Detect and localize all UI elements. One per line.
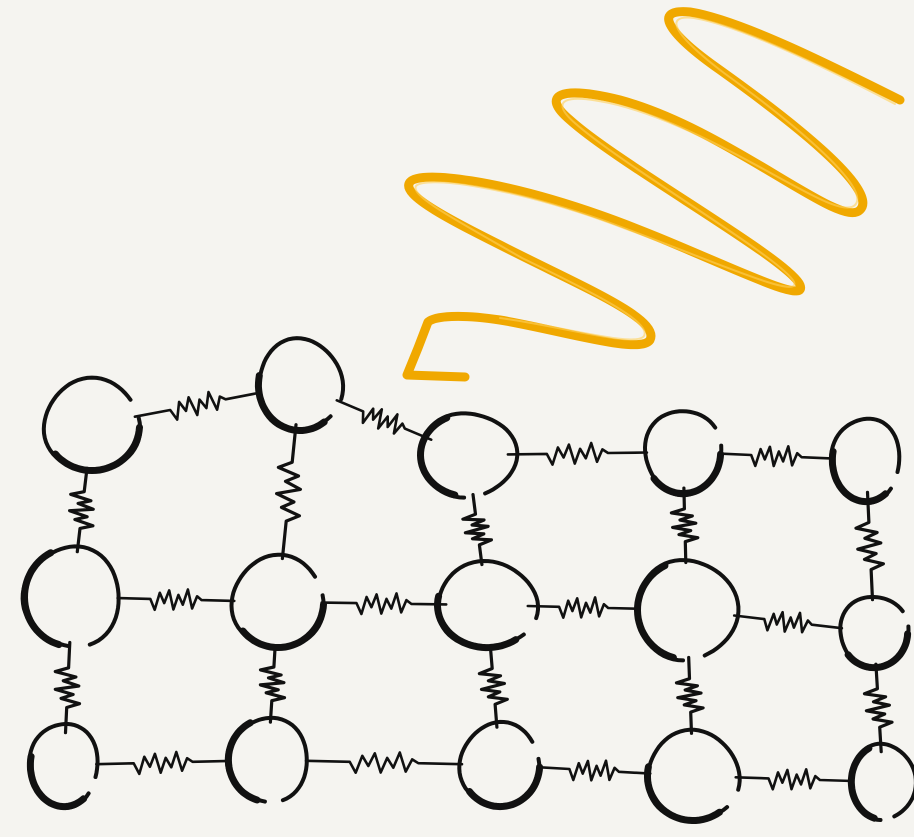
spring-n11-n21 [258, 644, 287, 724]
spring-n14-n24 [862, 662, 894, 754]
spring-n21-n22 [304, 751, 464, 774]
spring-n10-n11 [116, 588, 236, 612]
atom-n02 [416, 411, 520, 500]
atom-n23 [644, 727, 742, 824]
atom-n04 [828, 416, 902, 506]
spring-n02-n03 [506, 441, 649, 466]
spring-n00-n10 [68, 466, 95, 554]
atom-n00 [41, 375, 143, 475]
spring-n01-n11 [275, 423, 302, 561]
spring-n20-n21 [95, 750, 232, 776]
spring-n12-n22 [477, 644, 509, 729]
atom-n22 [457, 719, 544, 811]
spring-n10-n20 [53, 640, 82, 735]
atom-n10 [20, 544, 121, 649]
spring-n13-n14 [732, 610, 844, 634]
spring-n01-n02 [335, 399, 433, 441]
spring-n03-n04 [717, 445, 835, 468]
spring-n12-n13 [526, 596, 641, 619]
atom-n13 [633, 558, 741, 663]
spring-n11-n12 [320, 592, 448, 616]
atom-n11 [229, 552, 327, 652]
spring-n04-n14 [854, 490, 885, 602]
atom-n24 [847, 741, 914, 822]
atom-n21 [224, 715, 309, 804]
atom-n12 [433, 558, 540, 652]
atom-n03 [642, 409, 725, 498]
spring-n03-n13 [669, 486, 700, 565]
spring-n13-n23 [674, 655, 705, 735]
atom-n14 [838, 595, 912, 672]
spring-n00-n01 [133, 390, 263, 421]
spring-n22-n23 [536, 759, 652, 782]
spring-n02-n12 [461, 493, 493, 567]
atom-n20 [26, 722, 100, 811]
zigzag-arrow-icon [402, 7, 905, 382]
atom-n01 [254, 336, 346, 434]
spring-n23-n24 [734, 768, 854, 791]
